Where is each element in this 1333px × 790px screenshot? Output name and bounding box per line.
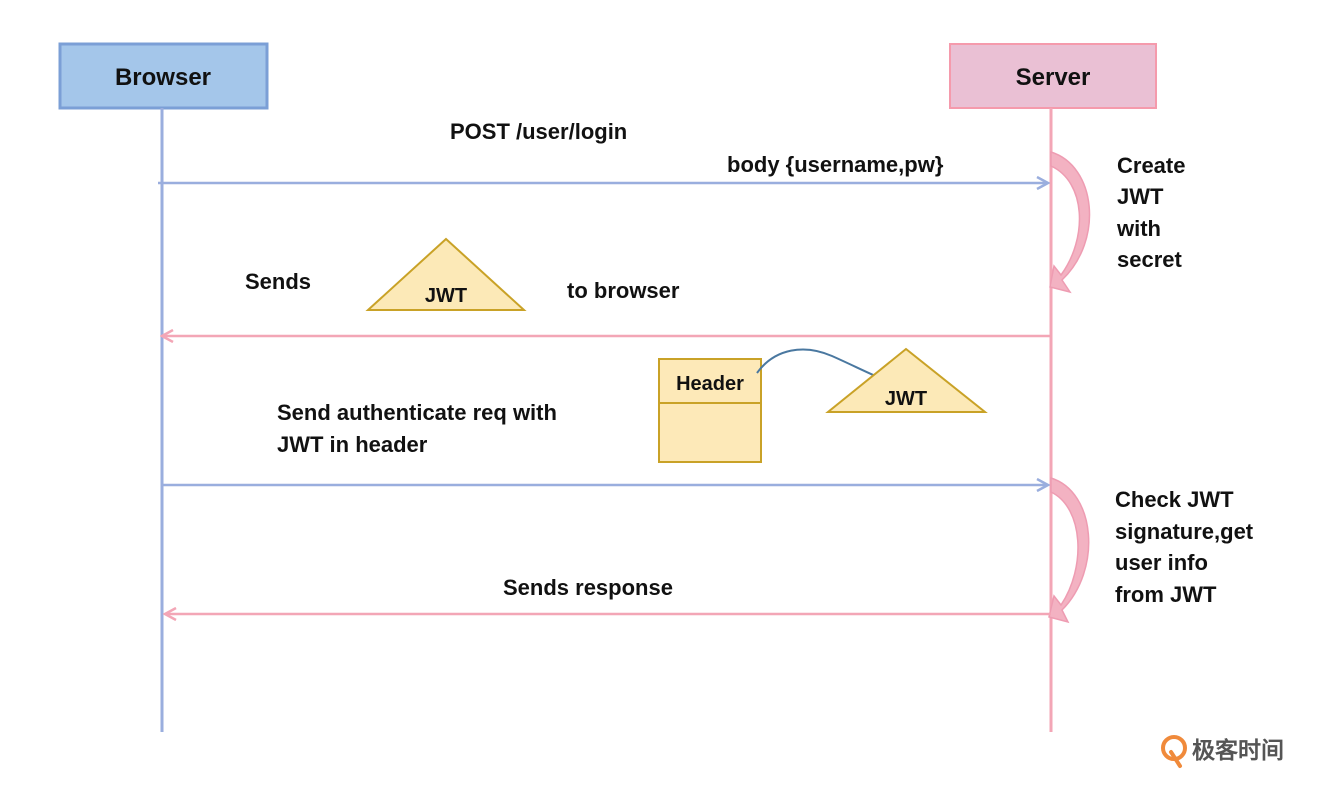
- create-jwt-note-line1: Create: [1117, 153, 1185, 178]
- browser-actor-box: [58, 42, 269, 110]
- create-jwt-self-arrow: [1049, 150, 1091, 294]
- header-box-label: Header: [676, 373, 744, 395]
- check-jwt-self-arrow: [1048, 476, 1090, 624]
- header-jwt-triangle: JWT: [825, 347, 988, 413]
- check-jwt-note-line3: user info: [1115, 550, 1208, 575]
- server-actor: Server: [949, 43, 1157, 109]
- header-jwt-label: JWT: [885, 388, 927, 410]
- request-header-box: Header: [658, 358, 762, 463]
- create-jwt-note-line4: secret: [1117, 247, 1183, 272]
- sends-jwt-suffix: to browser: [567, 278, 680, 303]
- response-label: Sends response: [503, 575, 673, 600]
- watermark-text: 极客时间: [1192, 737, 1284, 764]
- geektime-logo-icon: [1161, 735, 1187, 768]
- server-actor-box: [949, 43, 1157, 109]
- create-jwt-note-line2: JWT: [1117, 184, 1164, 209]
- sends-jwt-prefix: Sends: [245, 269, 311, 294]
- header-jwt-connector: [756, 348, 881, 379]
- auth-request-label-line1: Send authenticate req with: [277, 400, 557, 425]
- check-jwt-note-line1: Check JWT: [1115, 487, 1234, 512]
- browser-actor-label: Browser: [115, 64, 211, 91]
- browser-actor: Browser: [58, 42, 269, 110]
- watermark: 极客时间: [1161, 735, 1284, 768]
- create-jwt-note-line3: with: [1116, 216, 1161, 241]
- login-request-label-line1: POST /user/login: [450, 119, 627, 144]
- auth-request-label-line2: JWT in header: [277, 432, 428, 457]
- check-jwt-note-line4: from JWT: [1115, 582, 1217, 607]
- server-actor-label: Server: [1016, 64, 1091, 91]
- check-jwt-note-line2: signature,get: [1115, 519, 1254, 544]
- jwt-token-triangle: JWT: [365, 237, 527, 311]
- jwt-token-label: JWT: [425, 285, 467, 307]
- login-request-label-line2: body {username,pw}: [727, 152, 944, 177]
